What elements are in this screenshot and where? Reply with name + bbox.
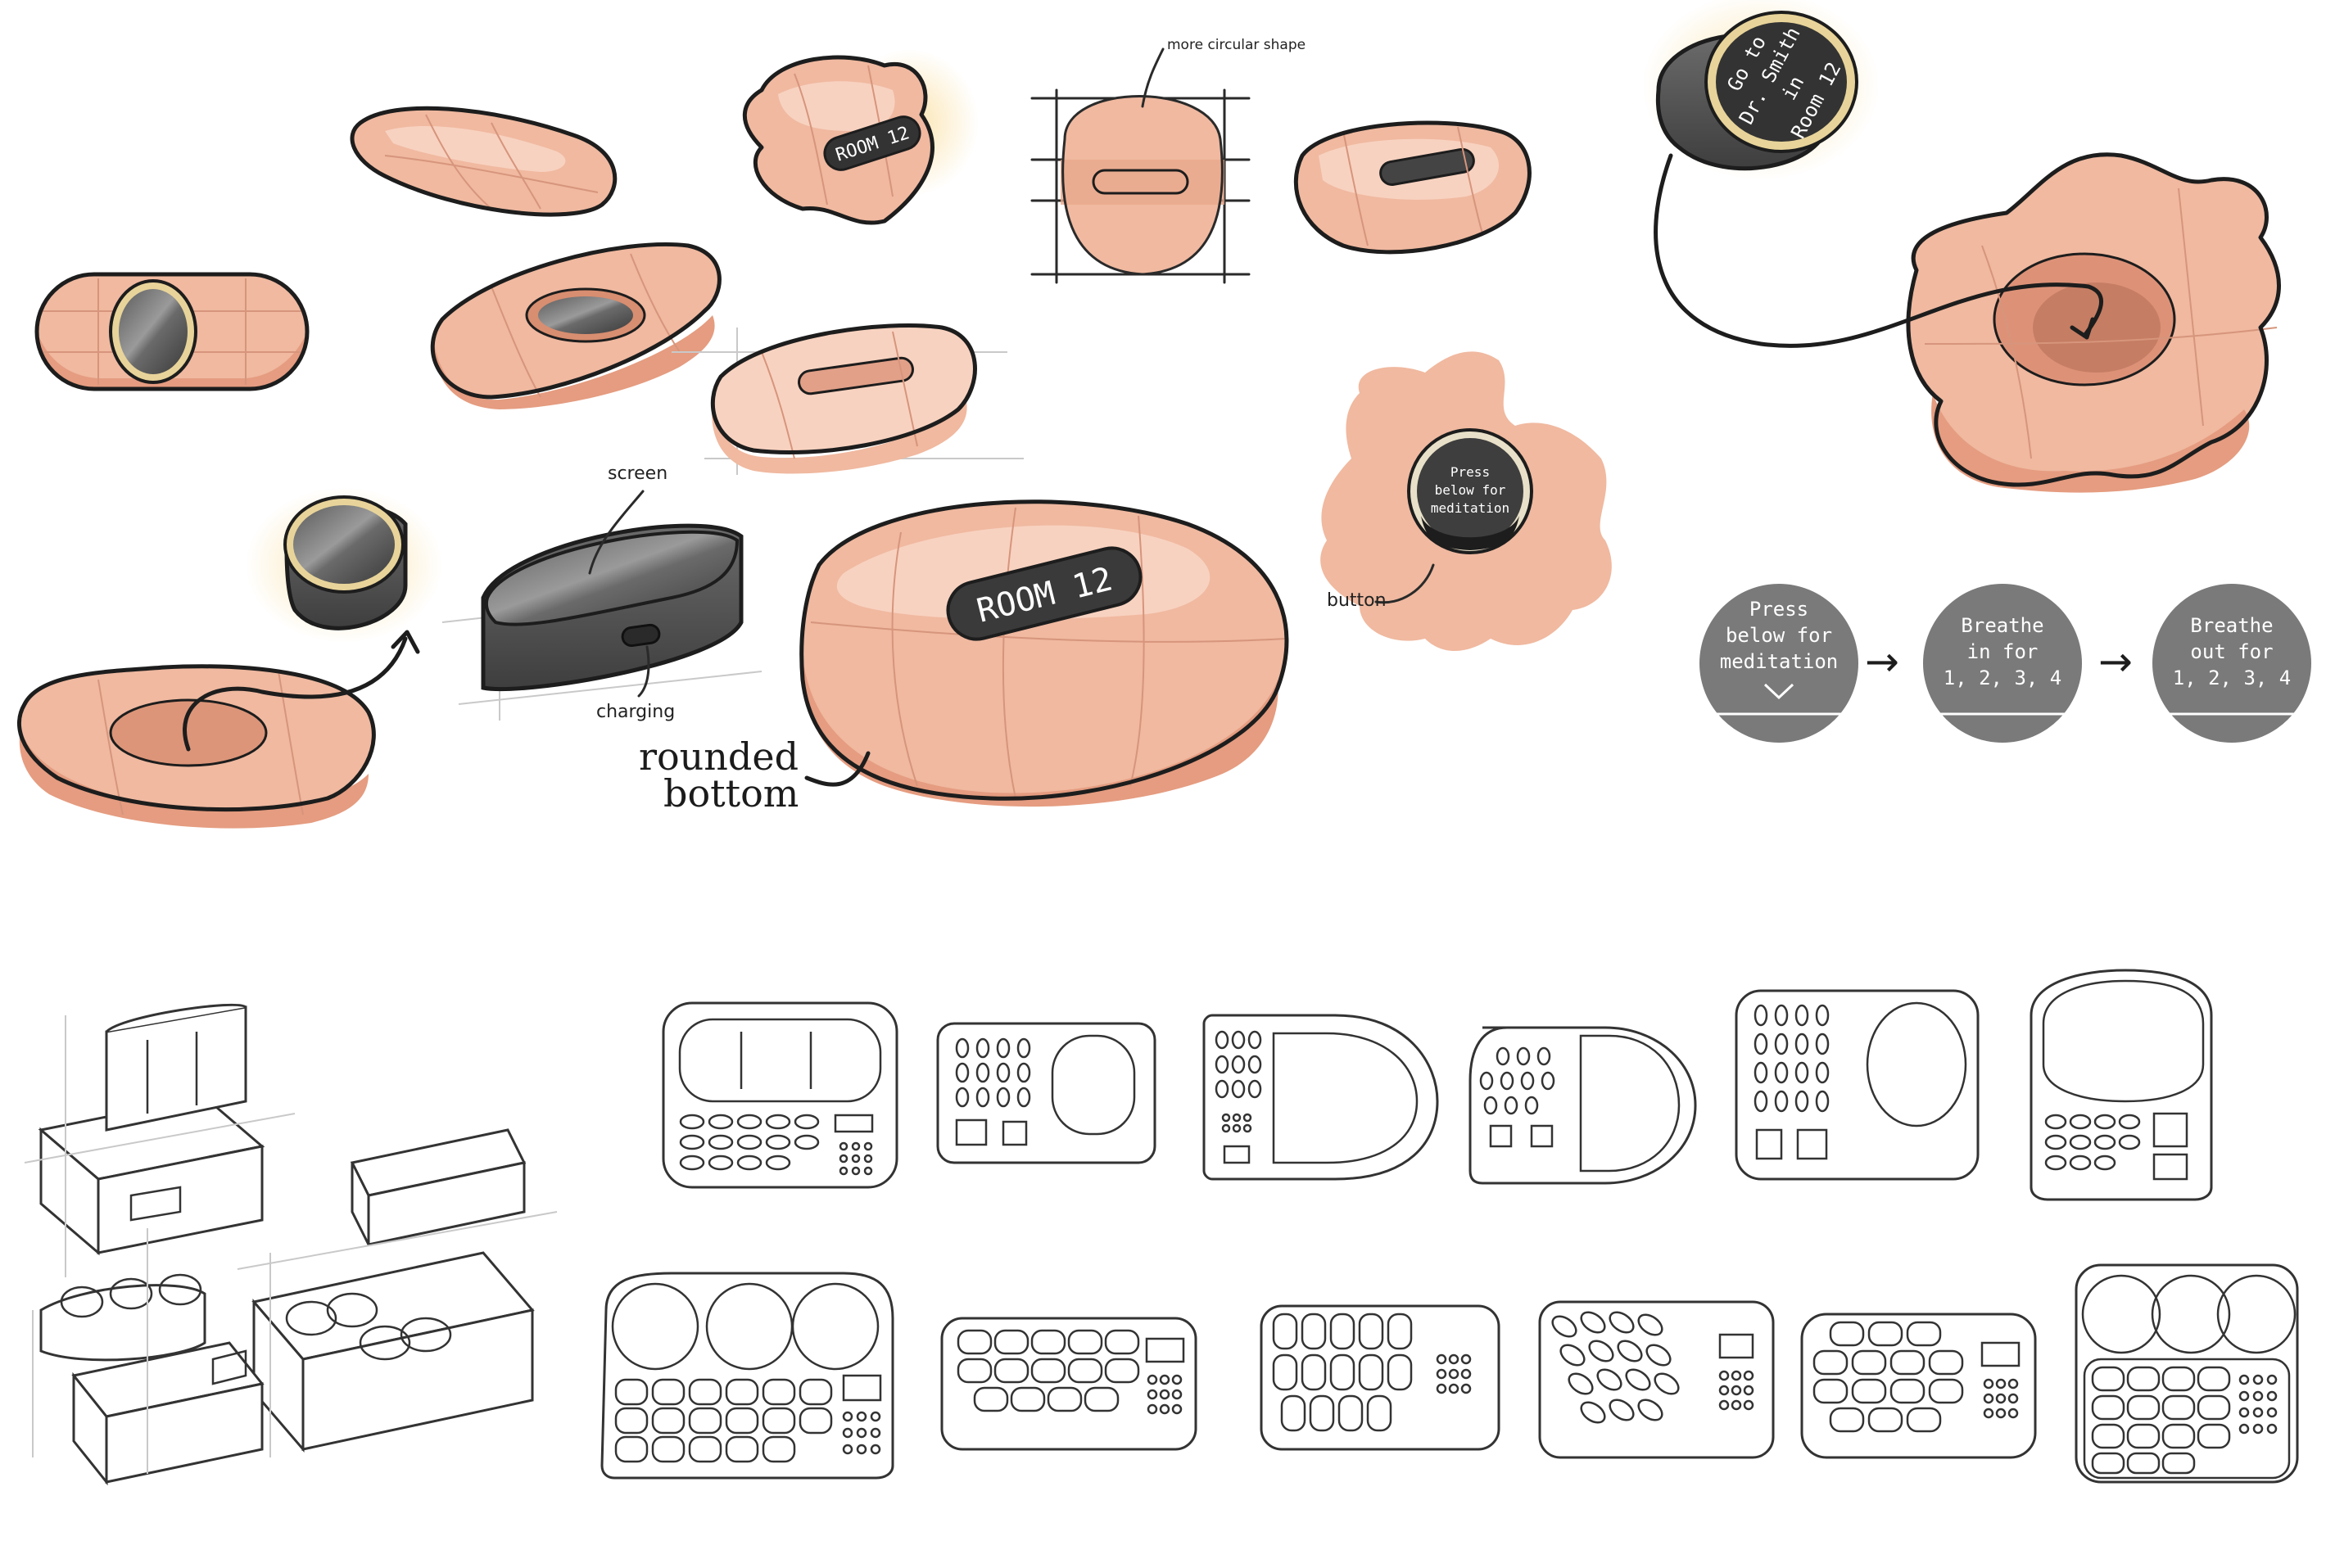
cushion-sketch-slot [672,323,1024,475]
flow-step-1-line-2: below for [1726,624,1832,647]
flow-step-2-line-1: Breathe [1961,614,2043,637]
layout-wireframe-11 [1800,1313,2037,1459]
annotation-rounded: rounded [639,734,799,779]
flow-arrow-2: → [2098,638,2133,685]
cushion-sketch-round-screen [34,272,310,391]
flow-step-3-line-1: Breathe [2190,614,2273,637]
flower-screen-line-2: below for [1435,482,1506,498]
cushion-sketch-wide-slot [1293,120,1532,255]
layout-wireframe-9 [1260,1304,1500,1451]
meditation-flow: Press below for meditation → Breathe in … [1699,584,2311,743]
chevron-down-icon [1763,683,1794,700]
flow-step-2-line-2: in for [1967,640,2039,663]
flow-step-1-line-1: Press [1749,598,1808,621]
flower-cushion-large-sketch [1654,152,2281,493]
flow-step-1-line-3: meditation [1720,650,1839,673]
flower-screen-line-1: Press [1450,464,1490,480]
flower-cushion-small-sketch: Press below for meditation button [1320,351,1612,651]
layout-wireframe-5 [1735,989,1980,1181]
layout-wireframe-2 [936,1022,1156,1164]
wireframe-sketch-tray-a [24,1003,296,1277]
cushion-sketch-oval-screen [430,242,722,409]
layout-wireframe-6 [2030,969,2213,1201]
layout-wireframe-1 [662,1001,898,1189]
flow-step-3-line-3: 1, 2, 3, 4 [2173,667,2292,689]
annotation-more-circular-shape: more circular shape [1167,37,1306,53]
flow-step-3-line-2: out for [2190,640,2273,663]
flower-screen-line-3: meditation [1431,500,1509,516]
wireframe-sketch-tray-b [237,1128,558,1457]
flow-step-breathe-in: Breathe in for 1, 2, 3, 4 [1923,584,2082,743]
layout-wireframe-4 [1468,1026,1697,1185]
cushion-sketch-flat [350,106,618,217]
layout-wireframe-3 [1202,1014,1439,1181]
flow-step-2-line-3: 1, 2, 3, 4 [1944,667,2062,689]
dark-device-sketch: screen charging [441,463,763,722]
flow-step-breathe-out: Breathe out for 1, 2, 3, 4 [2152,584,2311,743]
puck-with-cushion-sketch [17,487,442,829]
donut-cushion-sketch: ROOM 12 rounded bottom [639,499,1289,816]
annotation-button: button [1327,590,1387,611]
puck-device-sketch: Go to Dr. Smith in Room 12 [1642,0,1880,180]
ortho-view-sketch: more circular shape [1030,37,1306,284]
annotation-bottom: bottom [663,771,799,816]
annotation-charging: charging [596,702,675,722]
cushion-sketch-room-label: ROOM 12 [742,49,979,225]
annotation-screen: screen [608,463,667,484]
layout-wireframe-10 [1538,1300,1775,1459]
layout-wireframe-12 [2075,1263,2299,1484]
flow-arrow-1: → [1865,638,1899,685]
flow-step-press: Press below for meditation [1699,584,1858,743]
layout-wireframe-8 [940,1317,1197,1451]
layout-wireframe-7 [600,1272,894,1480]
wireframe-sketch-tray-c [32,1228,265,1486]
